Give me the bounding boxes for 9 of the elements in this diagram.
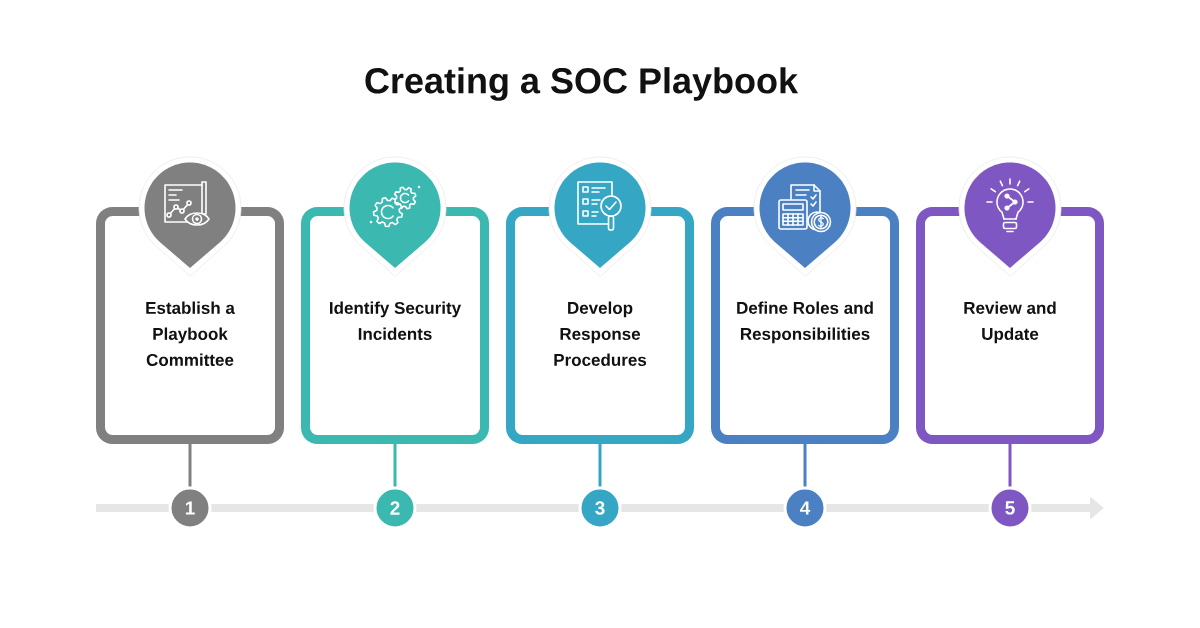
step-box: Define Roles and Responsibilities [711,207,899,444]
step-box: Establish a Playbook Committee [96,207,284,444]
connector-line [1008,444,1012,487]
title: Creating a SOC Playbook [365,67,799,101]
connector-line [393,444,397,487]
connector-line [598,444,602,487]
step-box: Develop Response Procedures [506,207,694,444]
connector-line [803,444,807,487]
connector-line [188,444,192,487]
